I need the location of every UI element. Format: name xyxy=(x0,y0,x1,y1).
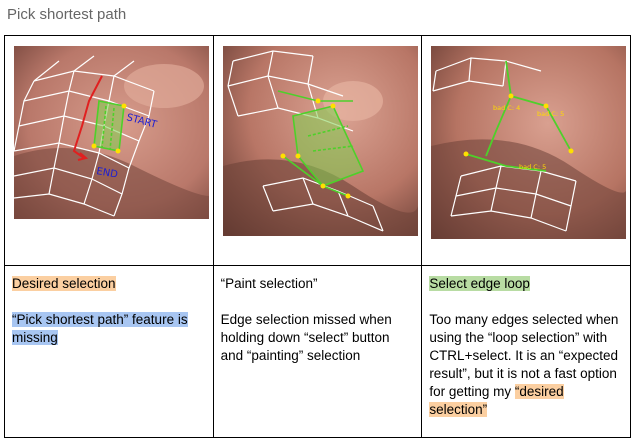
image-cell-3: bad C: 4 bad C: 5 bad C: 5 xyxy=(421,35,631,266)
edge-loop-note: Too many edges selected when using the “… xyxy=(429,312,619,399)
image-cell-2 xyxy=(212,35,423,266)
paint-selection-note: Edge selection missed when holding down … xyxy=(220,312,392,363)
mesh-screenshot-shortest-path: START END xyxy=(14,46,209,219)
end-annotation: END xyxy=(95,166,118,181)
comparison-table: START END xyxy=(4,35,631,438)
mesh-screenshot-edge-loop: bad C: 4 bad C: 5 bad C: 5 xyxy=(431,46,627,239)
edge-loop-heading: Select edge loop xyxy=(429,276,530,291)
bad-c-label-1: bad C: 4 xyxy=(493,104,520,112)
page-title: Pick shortest path xyxy=(7,6,127,23)
column-2-text: “Paint selection” Edge selection missed … xyxy=(212,265,423,438)
bad-c-label-3: bad C: 5 xyxy=(519,163,546,171)
bad-c-label-2: bad C: 5 xyxy=(537,110,564,118)
missing-feature-note: “Pick shortest path” feature is missing xyxy=(12,312,188,345)
paint-selection-heading: “Paint selection” xyxy=(220,276,318,291)
desired-selection-heading: Desired selection xyxy=(12,276,116,291)
mesh-screenshot-paint-selection xyxy=(222,46,418,236)
column-1-text: Desired selection “Pick shortest path” f… xyxy=(4,265,214,438)
column-3-text: Select edge loop Too many edges selected… xyxy=(421,265,631,438)
image-cell-1: START END xyxy=(4,35,214,266)
